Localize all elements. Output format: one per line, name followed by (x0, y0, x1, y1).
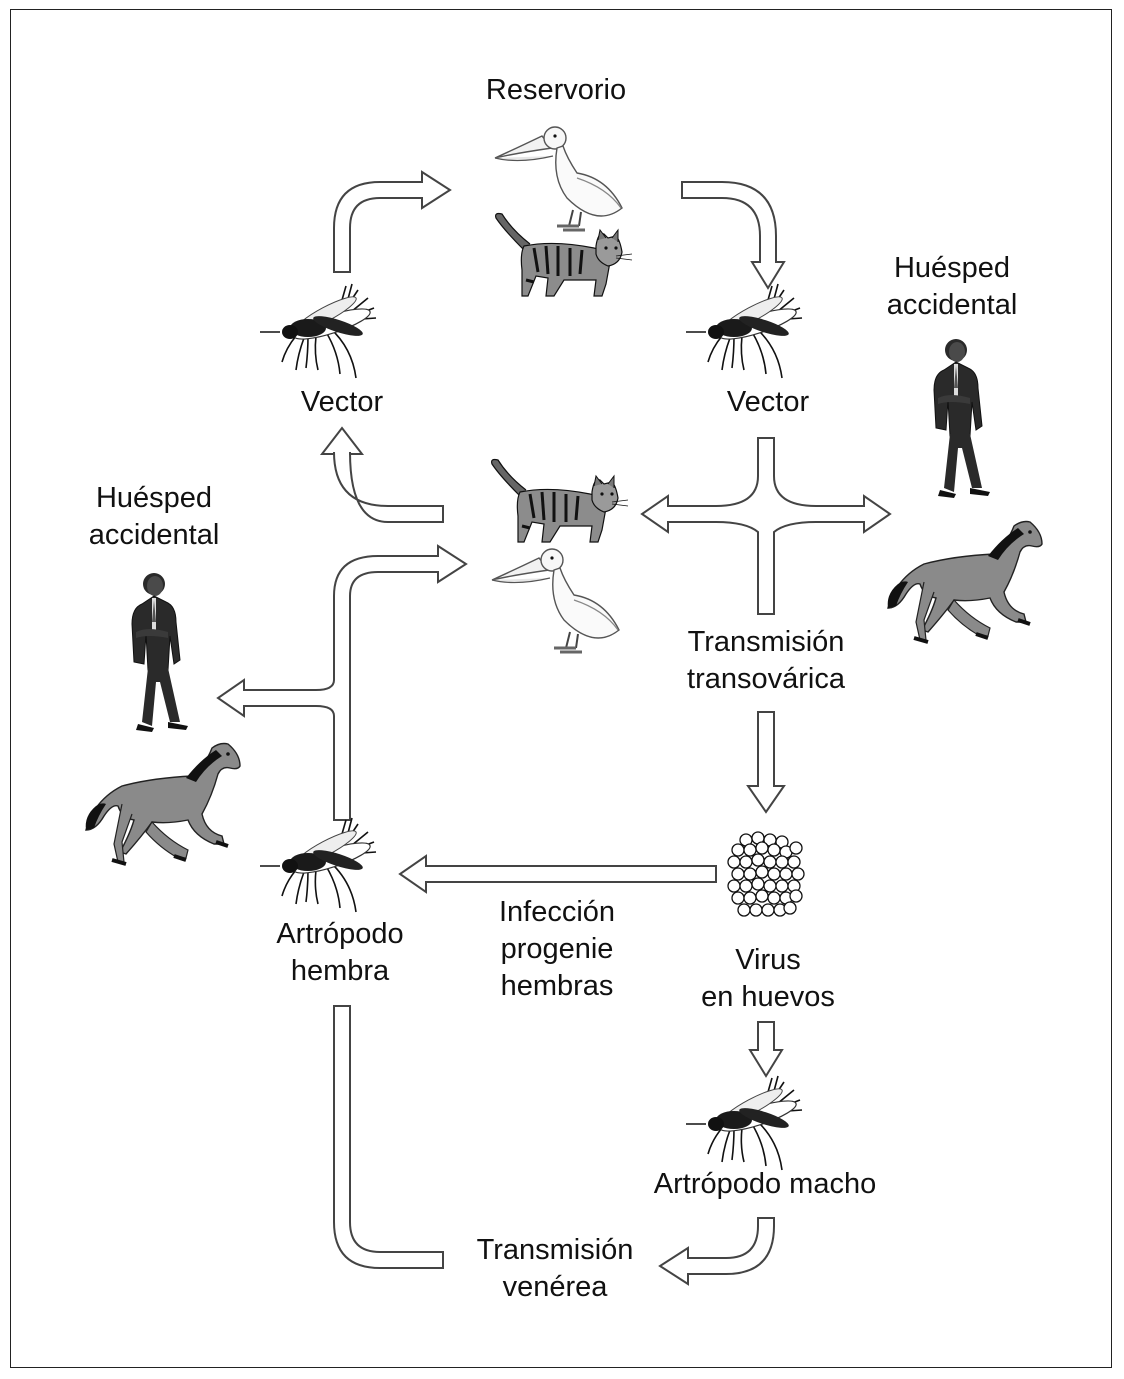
accidental-host-left-label: Huésped accidental (88, 482, 220, 551)
mosquito-icon (685, 283, 803, 379)
arrow-vector-split (640, 437, 892, 615)
man-icon (131, 572, 189, 733)
cat-icon (490, 458, 630, 544)
arrow-venereal-to-female (333, 1005, 444, 1269)
arrow-eggs-to-male (748, 1021, 784, 1078)
mosquito-icon (685, 1075, 803, 1171)
virus-eggs-label: Virus en huevos (701, 944, 835, 1013)
horse-icon (83, 741, 242, 866)
mosquito-icon (259, 817, 377, 913)
pelican-icon (490, 547, 621, 654)
pelican-icon (493, 125, 624, 232)
arrow-vector-to-reservoir (333, 170, 452, 273)
arrow-female-to-hosts (216, 544, 468, 821)
man-icon (933, 338, 991, 499)
arrow-male-to-venereal (658, 1217, 775, 1286)
arrow-transovarial-down (746, 711, 786, 814)
accidental-host-right-label: Huésped accidental (886, 252, 1018, 321)
vector-left-label: Vector (300, 386, 384, 418)
figure-frame (10, 9, 1112, 1368)
arrow-progeny-infection (398, 854, 717, 894)
venereal-label: Transmisión venérea (476, 1234, 634, 1303)
female-arthropod-label: Artrópodo hembra (276, 918, 404, 987)
arrow-reservoir-to-vector (681, 181, 786, 290)
vector-right-label: Vector (726, 386, 810, 418)
horse-icon (885, 519, 1044, 644)
mosquito-icon (259, 283, 377, 379)
eggs-icon (727, 831, 805, 917)
transovarial-label: Transmisión transovárica (687, 626, 845, 695)
reservoir-label: Reservorio (485, 74, 627, 106)
progeny-infection-label: Infección progenie hembras (498, 896, 616, 1002)
arrow-host-to-vector (319, 426, 444, 523)
male-arthropod-label: Artrópodo macho (653, 1168, 877, 1200)
